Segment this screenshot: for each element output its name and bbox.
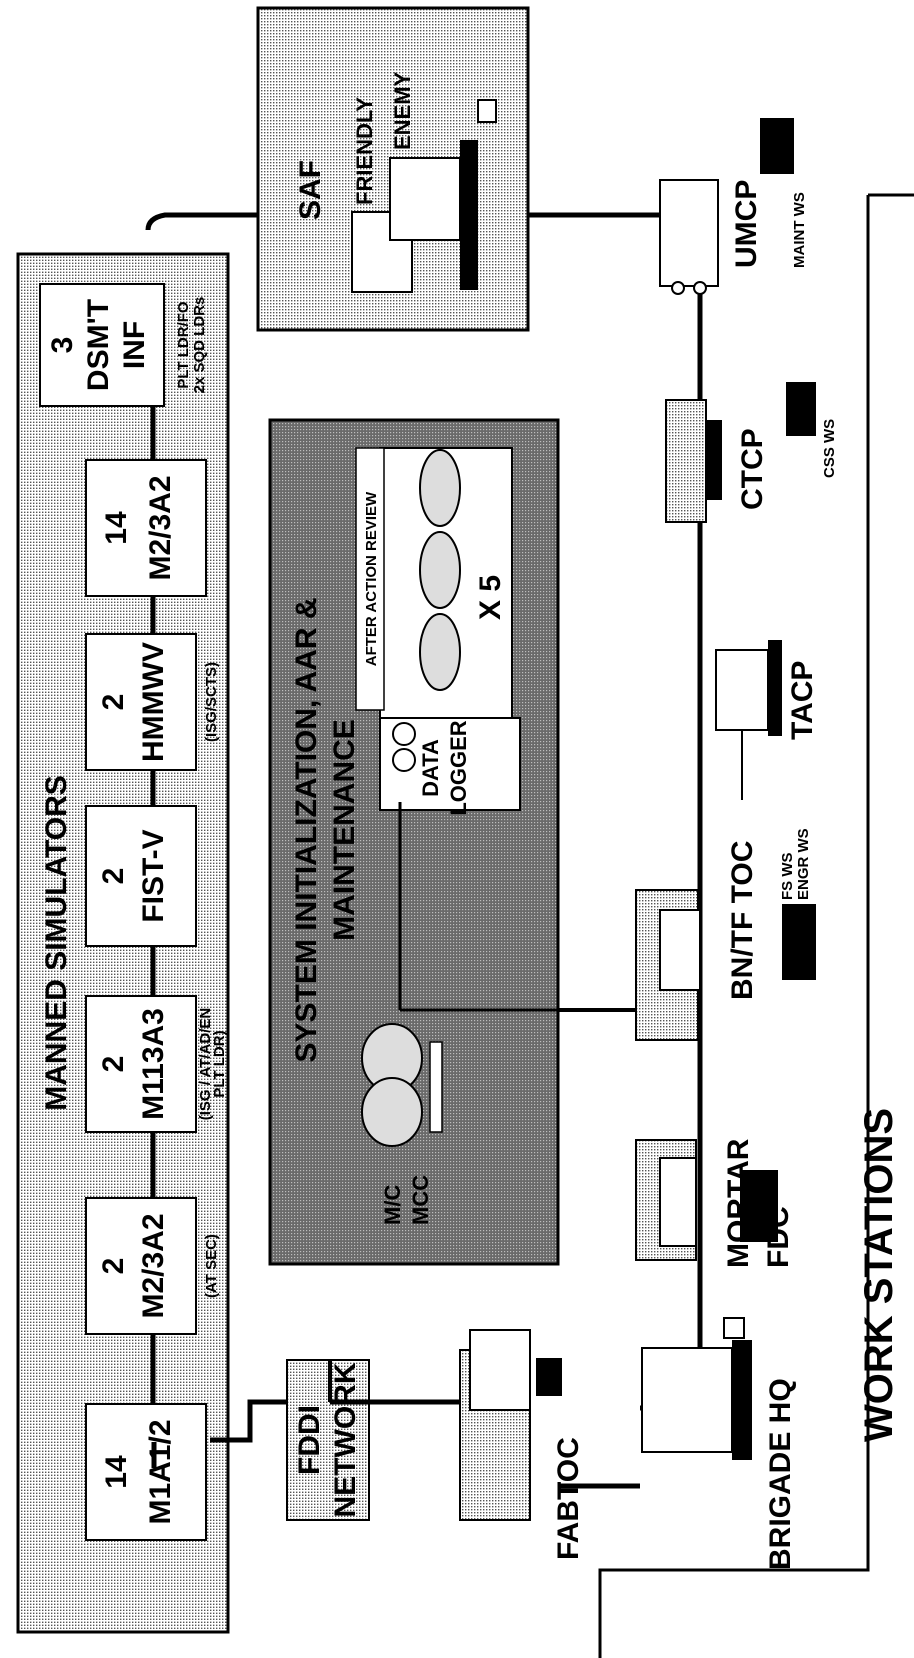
svg-text:2: 2 [97, 1056, 130, 1073]
svg-text:ENEMY: ENEMY [390, 71, 415, 150]
aar-monitor-1 [419, 449, 461, 691]
svg-text:AFTER ACTION REVIEW: AFTER ACTION REVIEW [363, 491, 380, 666]
system-init-panel: SYSTEM INITIALIZATION, AAR & MAINTENANCE… [268, 418, 700, 1266]
unit-hmmwv: 2 HMMWV (ISG/SCTS) [85, 633, 220, 771]
fabtoc-vehicle-icon [459, 1329, 531, 1521]
svg-text:BN/TF TOC: BN/TF TOC [726, 841, 759, 1000]
umcp-vehicle-icon [659, 179, 719, 295]
svg-text:2: 2 [97, 868, 130, 885]
ctcp-icon [665, 399, 722, 523]
maint-ws-icon [760, 118, 794, 174]
svg-text:FIST-V: FIST-V [137, 829, 170, 922]
bntf-toc-icon [635, 889, 701, 1041]
mcc-workstation [361, 1023, 443, 1147]
unit-m2-3a2-b: 14 M2/3A2 [85, 459, 207, 597]
fs-engr-ws-icon [782, 904, 816, 980]
svg-text:M2/3A2: M2/3A2 [137, 1213, 170, 1318]
svg-text:NETWORK: NETWORK [329, 1362, 362, 1517]
svg-text:M2/3A2: M2/3A2 [144, 475, 177, 580]
unit-fist-v: 2 FIST-V [85, 805, 197, 947]
svg-text:TACP: TACP [786, 661, 819, 740]
brigade-hq-label: BRIGADE HQ [764, 1378, 797, 1570]
svg-text:2x SQD LDRs: 2x SQD LDRs [191, 297, 208, 394]
svg-text:14: 14 [100, 511, 133, 545]
svg-text:PLT LDR): PLT LDR) [211, 1030, 228, 1097]
svg-text:PLT LDR/FO: PLT LDR/FO [175, 301, 192, 389]
manned-simulators-title: MANNED SIMULATORS [40, 775, 73, 1111]
svg-text:FS WS: FS WS [779, 853, 796, 901]
svg-text:CSS WS: CSS WS [821, 419, 838, 478]
svg-text:INF: INF [118, 321, 151, 369]
svg-text:3: 3 [46, 337, 79, 354]
fabtoc-ws-icon [536, 1358, 562, 1396]
svg-text:(ISG/SCTS): (ISG/SCTS) [203, 662, 220, 742]
svg-text:UMCP: UMCP [730, 180, 763, 268]
manned-simulators-panel: MANNED SIMULATORS 14 M1A1/2 2 M2/3A2 (AT… [16, 252, 230, 1634]
saf-panel: SAF FRIENDLY ENEMY [256, 6, 530, 332]
svg-text:SAF: SAF [294, 160, 327, 220]
mortar-fdc-icon [635, 1139, 697, 1261]
unit-m1a1: 14 M1A1/2 [85, 1403, 207, 1541]
svg-text:HMMWV: HMMWV [137, 642, 170, 762]
svg-text:2: 2 [97, 1258, 130, 1275]
svg-text:DATA: DATA [418, 739, 443, 797]
svg-text:CTCP: CTCP [736, 428, 769, 510]
svg-text:LOGGER: LOGGER [446, 720, 471, 815]
brigade-hq-icon [641, 1317, 752, 1460]
svg-text:FDDI: FDDI [293, 1405, 326, 1475]
svg-text:MAINT WS: MAINT WS [791, 192, 808, 268]
tacp-icon [715, 640, 782, 800]
workstations-bracket [598, 193, 914, 1658]
svg-text:ENGR WS: ENGR WS [795, 828, 812, 900]
svg-text:MAINTENANCE: MAINTENANCE [328, 719, 361, 941]
svg-text:X 5: X 5 [474, 575, 507, 620]
svg-text:M1A1/2: M1A1/2 [144, 1419, 177, 1524]
css-ws-icon [786, 382, 816, 436]
svg-text:FDC: FDC [762, 1206, 795, 1268]
unit-m113a3: 2 M113A3 (ISG / AT/AD/EN PLT LDR) [85, 995, 228, 1133]
svg-text:M113A3: M113A3 [137, 1008, 170, 1120]
svg-text:2: 2 [97, 694, 130, 711]
svg-text:(ISG / AT/AD/EN: (ISG / AT/AD/EN [197, 1008, 214, 1121]
svg-text:14: 14 [100, 1455, 133, 1489]
svg-text:(AT SEC): (AT SEC) [203, 1234, 220, 1298]
svg-text:MORTAR: MORTAR [722, 1138, 755, 1268]
svg-text:FRIENDLY: FRIENDLY [352, 97, 377, 205]
mortar-ws-icon [740, 1170, 778, 1242]
svg-text:SYSTEM INITIALIZATION, AAR &: SYSTEM INITIALIZATION, AAR & [290, 598, 323, 1063]
svg-text:M/C: M/C [380, 1185, 405, 1225]
workstations-title: WORK STATIONS [857, 1108, 901, 1442]
unit-dsmt-inf: 3 DSM'T INF PLT LDR/FO 2x SQD LDRs [39, 283, 208, 407]
svg-text:MCC: MCC [408, 1175, 433, 1225]
svg-text:DSM'T: DSM'T [82, 299, 115, 391]
unit-m2-3a2-a: 2 M2/3A2 (AT SEC) [85, 1197, 220, 1335]
fabtoc-label: FABTOC [552, 1437, 585, 1560]
